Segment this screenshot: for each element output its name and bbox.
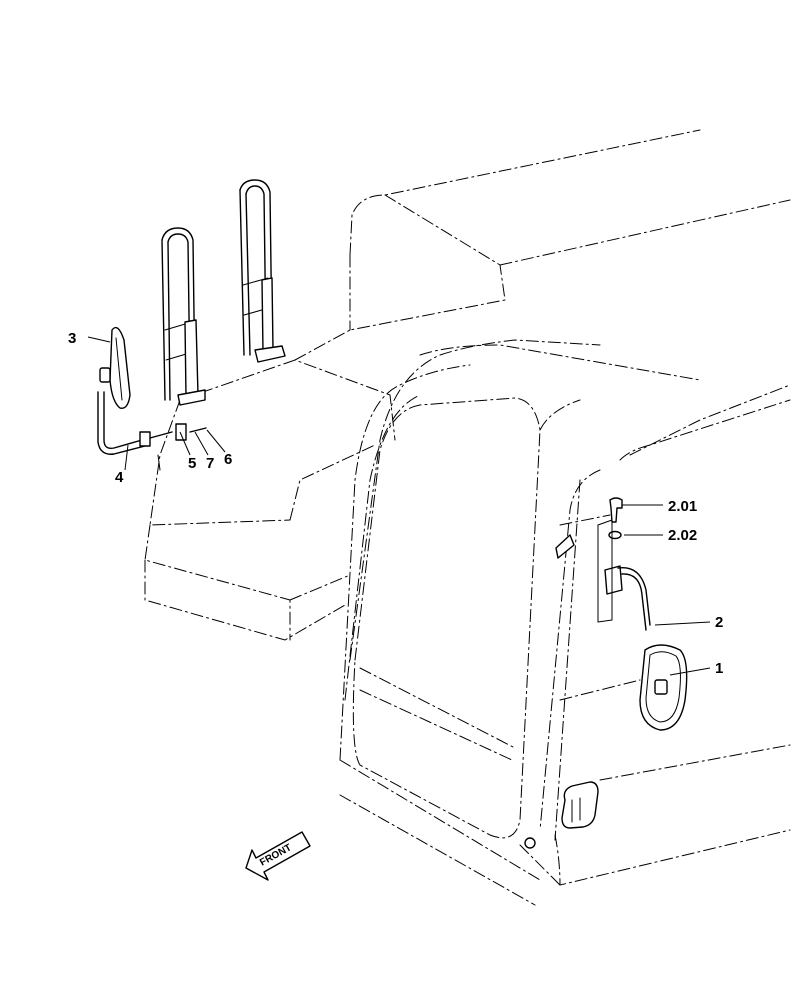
callout-6: 6 xyxy=(224,451,232,468)
callout-7: 7 xyxy=(206,455,214,472)
left-mirror-glass xyxy=(109,326,131,409)
cab-frame xyxy=(339,339,791,841)
right-mirror-assembly xyxy=(524,497,688,849)
left-mirror-assembly xyxy=(97,326,207,471)
left-mirror-stay xyxy=(103,391,143,450)
leader-lines xyxy=(87,336,711,676)
callout-4: 4 xyxy=(115,469,124,486)
handrails xyxy=(161,179,286,406)
callout-2: 2 xyxy=(715,614,723,631)
cab-vent xyxy=(561,781,599,829)
callout-3: 3 xyxy=(68,330,76,347)
callout-5: 5 xyxy=(188,455,196,472)
bolt-2-01 xyxy=(609,497,623,523)
washer-2-02 xyxy=(608,530,622,540)
front-direction-arrow: FRONT xyxy=(245,831,311,881)
callout-2-02: 2.02 xyxy=(668,527,697,544)
left-mirror-clamp xyxy=(99,367,111,383)
callout-2-01: 2.01 xyxy=(668,498,697,515)
bracket-part-5 xyxy=(175,423,187,441)
callout-1: 1 xyxy=(715,660,723,677)
machine-body-outline xyxy=(144,129,791,906)
